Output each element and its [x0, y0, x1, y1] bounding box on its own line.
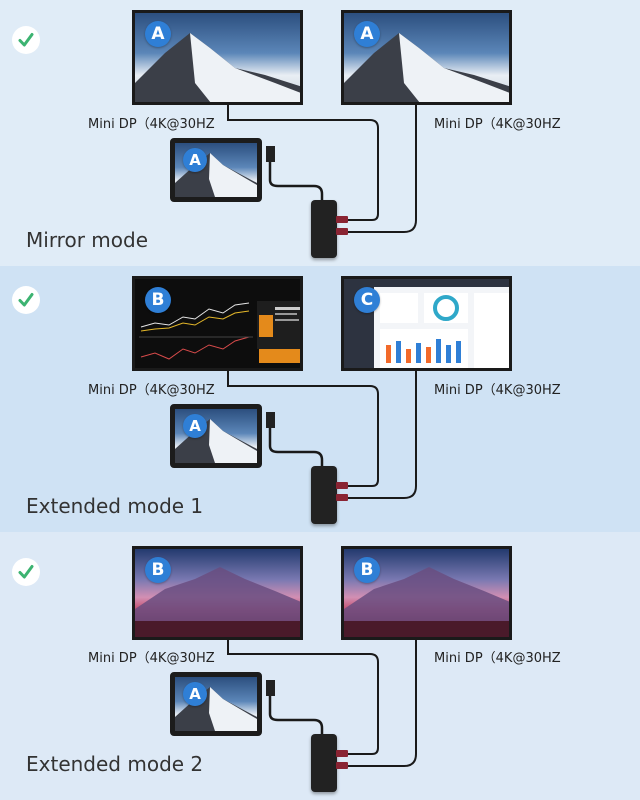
screen-badge: A: [183, 148, 207, 172]
port-plug: [336, 762, 348, 769]
check-icon: [12, 286, 40, 314]
left-port-label: Mini DP（4K@30HZ: [88, 117, 215, 132]
portable-monitor: A: [170, 138, 262, 202]
left-monitor: A: [132, 10, 303, 105]
screen-badge: A: [354, 21, 380, 47]
port-plug: [336, 750, 348, 757]
screen-badge: B: [145, 287, 171, 313]
port-plug: [336, 494, 348, 501]
usb-hub: [311, 200, 337, 258]
screen-badge: C: [354, 287, 380, 313]
port-plug: [336, 228, 348, 235]
portable-monitor: A: [170, 404, 262, 468]
mirror-mode-panel: A A Mini DP（4K@30HZ Mini DP（4K@30HZ A Mi…: [0, 0, 640, 266]
mode-label: Extended mode 2: [26, 752, 204, 776]
left-monitor: B: [132, 276, 303, 371]
right-port-label: Mini DP（4K@30HZ: [434, 383, 561, 398]
port-plug: [336, 216, 348, 223]
screen-badge: B: [354, 557, 380, 583]
extended-mode-2-panel: B B Mini DP（4K@30HZ Mini DP（4K@30HZ A Ex…: [0, 532, 640, 800]
extended-mode-1-panel: B C Mini DP（4K@30HZ Mini DP（4K@30HZ A: [0, 266, 640, 532]
right-monitor: B: [341, 546, 512, 640]
check-icon: [12, 26, 40, 54]
monitor-screen: [135, 13, 300, 102]
screen-badge: A: [145, 21, 171, 47]
left-port-label: Mini DP（4K@30HZ: [88, 383, 215, 398]
portable-monitor: A: [170, 672, 262, 736]
usb-hub: [311, 466, 337, 524]
right-monitor: A: [341, 10, 512, 105]
left-monitor: B: [132, 546, 303, 640]
check-icon: [12, 558, 40, 586]
right-monitor: C: [341, 276, 512, 371]
mode-label: Mirror mode: [26, 228, 149, 252]
screen-badge: B: [145, 557, 171, 583]
usb-hub: [311, 734, 337, 792]
left-port-label: Mini DP（4K@30HZ: [88, 651, 215, 666]
screen-badge: A: [183, 414, 207, 438]
right-port-label: Mini DP（4K@30HZ: [434, 117, 561, 132]
mode-label: Extended mode 1: [26, 494, 204, 518]
right-port-label: Mini DP（4K@30HZ: [434, 651, 561, 666]
port-plug: [336, 482, 348, 489]
screen-badge: A: [183, 682, 207, 706]
